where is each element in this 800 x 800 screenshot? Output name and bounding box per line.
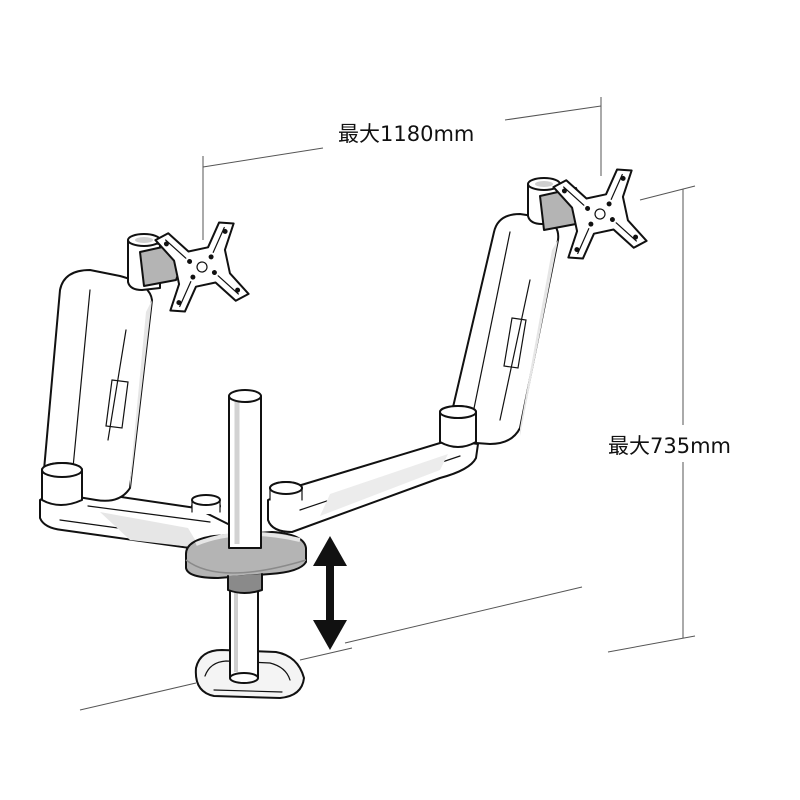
left-vesa-plate (154, 221, 250, 313)
lower-pole (229, 587, 259, 684)
desk-front-edge-left (79, 682, 197, 711)
desk-back-edge (344, 586, 583, 644)
right-upper-arm (439, 213, 560, 448)
left-tilt-head (127, 233, 181, 291)
height-guide-bottom (607, 635, 696, 653)
left-upper-arm (41, 269, 153, 506)
height-guide-top (639, 185, 696, 201)
height-dimension-label: 最大735mm (608, 434, 731, 458)
right-lower-arm (267, 439, 479, 533)
left-lower-arm (39, 487, 241, 553)
pole-collar (185, 531, 307, 594)
height-adjust-arrow (313, 536, 347, 650)
right-vesa-plate (552, 168, 648, 260)
width-dim-line-right (504, 105, 602, 121)
dimension-guides (79, 97, 696, 711)
upper-pole (228, 389, 262, 549)
width-dimension-label: 最大1180mm (338, 122, 474, 146)
width-dim-line-left (202, 147, 324, 168)
desk-front-edge-right (299, 647, 353, 661)
